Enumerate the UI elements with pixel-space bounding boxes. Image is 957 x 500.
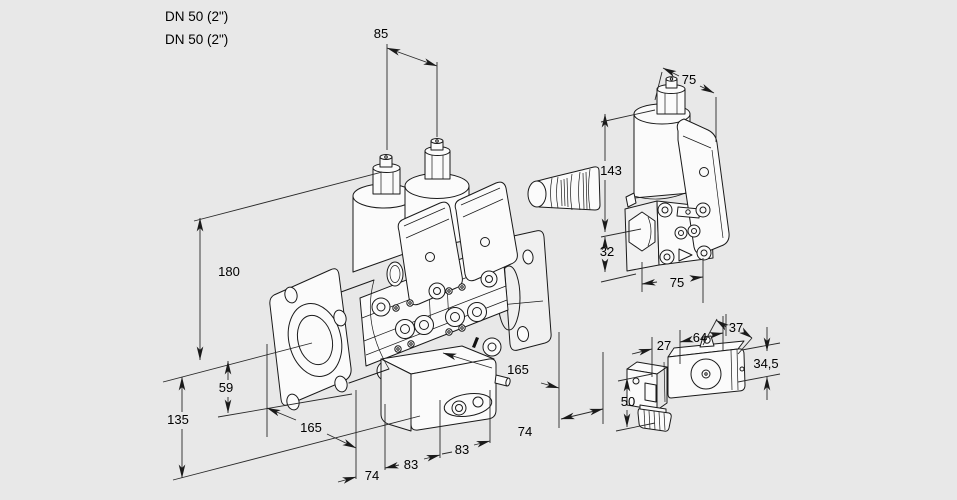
- right-flange-bolt-hole: [516, 326, 530, 342]
- dim-74-front: 74: [365, 468, 379, 483]
- dim-75-bottom: 75: [670, 275, 684, 290]
- dim-83-right: 83: [455, 442, 469, 457]
- cable-gland-nut: [637, 404, 672, 432]
- bolt-hole: [333, 309, 347, 327]
- conduit-opening: [386, 261, 404, 287]
- din-connector: [626, 361, 668, 411]
- actuator-cover-rear: [397, 201, 463, 306]
- left-flange: [269, 268, 390, 411]
- bottom-block: [380, 345, 511, 432]
- dim-64: 64: [693, 330, 707, 345]
- side-view-drawing: [624, 76, 730, 272]
- dim-180: 180: [218, 264, 240, 279]
- bolt-hole: [286, 393, 300, 411]
- dim-74-rear: 74: [518, 424, 532, 439]
- dim-32: 32: [600, 244, 614, 259]
- dn-size-label-1: DN 50 (2"): [165, 9, 228, 24]
- flow-arrow-icon: [678, 248, 693, 262]
- dim-165-left: 165: [300, 420, 322, 435]
- dim-27: 27: [657, 338, 671, 353]
- adapter-plug-drawing: [527, 166, 601, 211]
- front-view-drawing: [269, 138, 552, 432]
- dim-75-top: 75: [682, 72, 696, 87]
- dim-37: 37: [729, 320, 743, 335]
- bolt-hole: [284, 286, 298, 304]
- side-hex-plug: [628, 211, 656, 252]
- bolt-hole: [334, 375, 348, 393]
- dn-size-label-2: DN 50 (2"): [165, 32, 228, 47]
- dim-85: 85: [374, 26, 388, 41]
- dim-143: 143: [600, 163, 622, 178]
- dim-59: 59: [219, 380, 233, 395]
- dim-83-left: 83: [404, 457, 418, 472]
- dimension-annotations: DN 50 (2") DN 50 (2") 85 180 59 135 165 …: [162, 9, 781, 484]
- coil-drawing: [626, 335, 746, 432]
- actuator-cover-front: [454, 181, 518, 282]
- dim-135: 135: [167, 412, 189, 427]
- right-flange-bolt-hole: [522, 249, 534, 265]
- flow-mark: [472, 337, 479, 348]
- actuator-rear: [352, 154, 416, 287]
- dim-50: 50: [621, 394, 635, 409]
- dim-34-5: 34,5: [753, 356, 778, 371]
- dim-165-right: 165: [507, 362, 529, 377]
